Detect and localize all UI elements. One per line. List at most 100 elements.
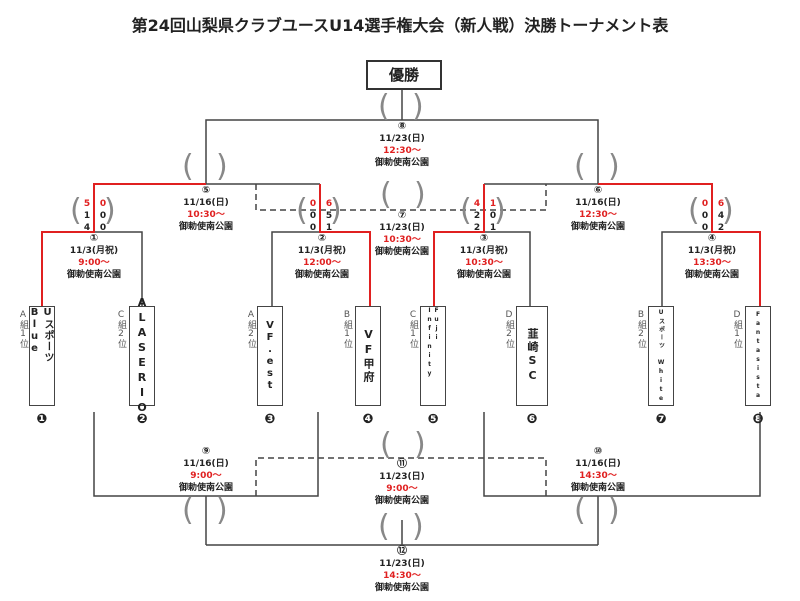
match-12-info: ⑫ 11/23(日) 14:30〜 御勅使南公園 [342,546,462,594]
score-bracket-close: ) [414,427,426,462]
score-total: 0 [701,199,709,209]
team-box: Uスポーツ Blue [29,306,55,406]
match-venue: 御勅使南公園 [374,496,429,506]
team-seed: A組1位 [18,310,28,348]
line-match-11 [255,457,547,496]
line-match-10 [483,412,761,497]
match-2-info: ② 11/3(月祝) 12:00〜 御勅使南公園 [262,233,382,281]
line-win-team-8 [598,183,761,306]
match-time: 14:30〜 [579,471,617,481]
match-time: 9:00〜 [78,258,110,268]
score-m1-right: 0 0 0 [98,198,108,234]
score-h2: 2 [717,223,725,233]
match-number: ⑪ [397,459,407,470]
team-box: Uスポーツ White [648,306,674,406]
team-seed: A組2位 [246,310,256,348]
match-3-info: ③ 11/3(月祝) 10:30〜 御勅使南公園 [424,233,544,281]
score-bracket-close: ) [104,193,116,228]
match-venue: 御勅使南公園 [684,270,739,280]
team-box: Fantasista [745,306,771,406]
score-bracket-open: ( [182,149,194,184]
score-bracket-open: ( [380,177,392,212]
line-match-8 [205,119,599,184]
score-bracket-close: ) [414,177,426,212]
score-bracket-open: ( [460,193,472,228]
team-name: Fantasista [754,311,762,401]
score-h2: 4 [83,223,91,233]
line-win-team-4 [319,184,371,306]
score-bracket-open: ( [378,509,390,544]
score-m3-left: 4 2 2 [472,198,482,234]
team-number: ❽ [752,412,764,427]
match-date: 11/23(日) [379,134,425,144]
line-match-2-left [271,231,320,306]
champion-box: 優勝 [366,60,442,90]
score-bracket-open: ( [688,193,700,228]
match-date: 11/23(日) [379,472,425,482]
score-h2: 2 [473,223,481,233]
match-number: ⑩ [593,446,603,457]
score-bracket-open: ( [574,493,586,528]
score-total: 4 [473,199,481,209]
score-total: 0 [309,199,317,209]
match-11-info: ⑪ 11/23(日) 9:00〜 御勅使南公園 [342,459,462,507]
score-h1: 0 [99,211,107,221]
match-10-info: ⑩ 11/16(日) 14:30〜 御勅使南公園 [538,446,658,494]
match-time: 12:30〜 [579,210,617,220]
score-bracket-open: ( [70,193,82,228]
score-h1: 5 [325,211,333,221]
team-number: ❹ [362,412,374,427]
score-m3-right: 1 0 1 [488,198,498,234]
match-date: 11/3(月祝) [69,246,119,256]
line-match-7 [255,184,547,211]
score-h1: 0 [701,211,709,221]
match-date: 11/16(日) [183,459,229,469]
match-number: ① [89,233,99,244]
team-box: VF.est [257,306,283,406]
team-number: ❻ [526,412,538,427]
team-seed: D組1位 [732,310,742,348]
score-h1: 4 [717,211,725,221]
score-h1: 2 [473,211,481,221]
team-name: VF甲府 [362,328,375,384]
score-h2: 1 [325,223,333,233]
score-m4-right: 6 4 2 [716,198,726,234]
score-bracket-close: ) [608,149,620,184]
match-date: 11/3(月祝) [459,246,509,256]
score-h2: 0 [99,223,107,233]
score-h1: 0 [489,211,497,221]
match-date: 11/3(月祝) [297,246,347,256]
score-bracket-close: ) [216,149,228,184]
score-h2: 1 [489,223,497,233]
score-bracket-open: ( [378,89,390,124]
score-m2-right: 6 5 1 [324,198,334,234]
match-number: ④ [707,233,717,244]
match-number: ⑧ [397,121,407,132]
match-time: 12:00〜 [303,258,341,268]
match-6-info: ⑥ 11/16(日) 12:30〜 御勅使南公園 [538,185,658,233]
match-number: ⑫ [397,546,407,557]
match-1-info: ① 11/3(月祝) 9:00〜 御勅使南公園 [34,233,154,281]
score-total: 6 [717,199,725,209]
line-match-4-left [661,231,712,306]
team-number: ❺ [427,412,439,427]
team-box: ALASERIO [129,296,155,416]
team-name: VF.est [264,320,276,392]
match-venue: 御勅使南公園 [294,270,349,280]
match-9-info: ⑨ 11/16(日) 9:00〜 御勅使南公園 [146,446,266,494]
team-seed: B組2位 [636,310,646,348]
score-bracket-close: ) [412,89,424,124]
match-number: ③ [479,233,489,244]
team-seed: D組2位 [504,310,514,348]
match-date: 11/23(日) [379,223,425,233]
match-venue: 御勅使南公園 [456,270,511,280]
score-h1: 0 [309,211,317,221]
score-m1-left: 5 1 4 [82,198,92,234]
score-h2: 0 [309,223,317,233]
match-time: 9:00〜 [386,484,418,494]
match-number: ⑥ [593,185,603,196]
match-venue: 御勅使南公園 [374,247,429,257]
match-time: 9:00〜 [190,471,222,481]
score-bracket-close: ) [412,509,424,544]
